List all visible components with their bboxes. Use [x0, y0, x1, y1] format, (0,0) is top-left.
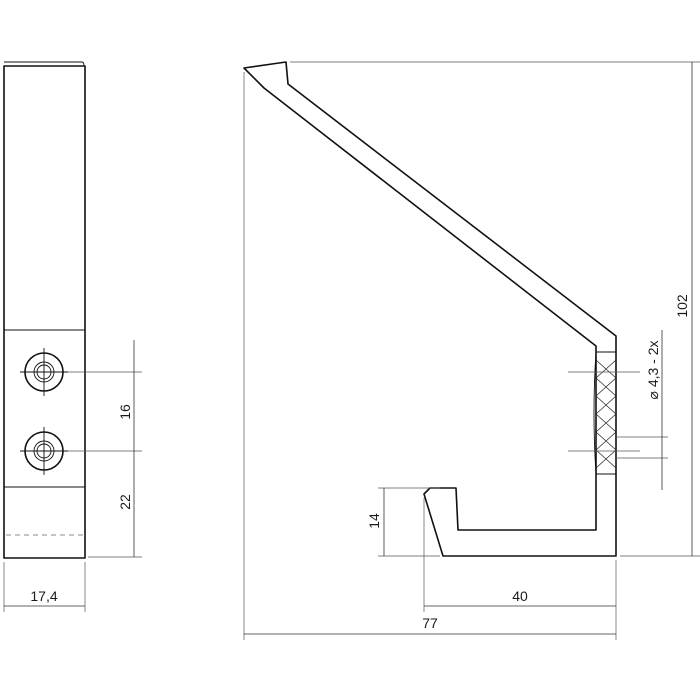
dim-total-depth: 77 — [422, 615, 438, 631]
dim-hook-height: 14 — [366, 513, 382, 529]
dim-hook-depth: 40 — [512, 588, 528, 604]
mounting-section — [568, 351, 640, 475]
side-view: ⌀ 4,3 - 2x 102 14 40 77 — [243, 61, 700, 640]
hook-outline — [243, 61, 617, 557]
front-view-outline — [3, 65, 86, 559]
lower-screw-hole — [20, 427, 68, 475]
dim-total-height: 102 — [674, 294, 690, 318]
dim-hole-spacing: 16 — [117, 404, 133, 420]
dim-hole-to-bottom: 22 — [117, 494, 133, 510]
dim-hole-diameter: ⌀ 4,3 - 2x — [645, 340, 661, 399]
dim-side-width: 17,4 — [30, 588, 57, 604]
upper-screw-hole — [20, 348, 68, 396]
front-view: 16 22 17,4 — [3, 61, 142, 612]
